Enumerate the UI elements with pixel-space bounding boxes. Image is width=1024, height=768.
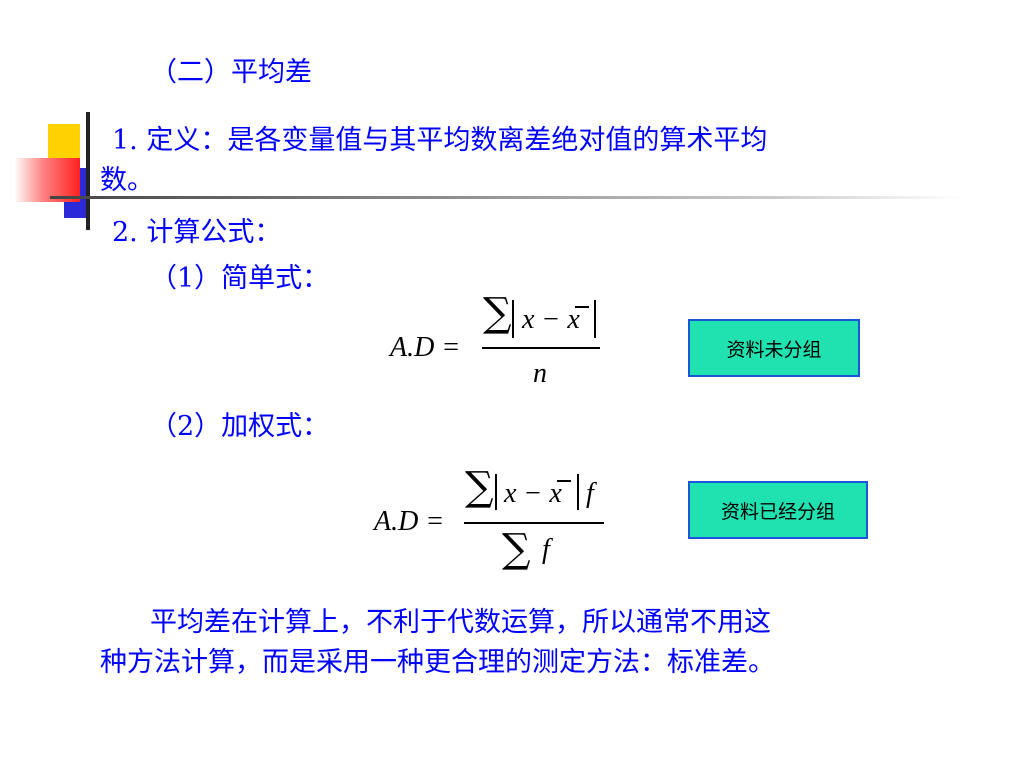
simple-abs-left (512, 300, 514, 338)
logo-vertical-line (86, 112, 90, 230)
simple-abs-right (594, 300, 596, 338)
weighted-numerator: x − x (504, 478, 562, 509)
title-underline (50, 196, 962, 199)
note-grouped: 资料已经分组 (688, 481, 868, 539)
weighted-abs-right (577, 474, 579, 510)
formula-heading: 2. 计算公式： (112, 217, 282, 248)
weighted-sigma-bottom: ∑ (502, 526, 531, 572)
simple-denominator: n (533, 358, 547, 389)
weighted-formula: A.D = ∑ x − x f ∑ f (370, 462, 630, 587)
weighted-fraction-line (464, 522, 604, 524)
note-ungrouped: 资料未分组 (688, 319, 860, 377)
definition-line-2: 数。 (100, 165, 154, 196)
simple-sigma: ∑ (483, 290, 512, 336)
weighted-sigma-top: ∑ (465, 464, 494, 510)
simple-formula: A.D = ∑ x − x n (380, 290, 620, 400)
simple-numerator: x − x (522, 304, 580, 335)
weighted-abs-left (495, 474, 497, 510)
definition-line-1: 1. 定义：是各变量值与其平均数离差绝对值的算术平均 (112, 125, 768, 156)
conclusion-line-1: 平均差在计算上，不利于代数运算，所以通常不用这 (150, 607, 771, 638)
weighted-formula-label: （2）加权式： (150, 411, 330, 442)
simple-formula-label: （1）简单式： (150, 263, 330, 294)
simple-mean-bar (575, 306, 589, 308)
weighted-mean-bar (557, 480, 571, 482)
conclusion-line-2: 种方法计算，而是采用一种更合理的测定方法：标准差。 (100, 647, 775, 678)
simple-fraction-line (482, 347, 600, 349)
weighted-num-factor: f (586, 478, 594, 509)
logo-yellow-square (48, 124, 80, 160)
simple-lhs: A.D = (390, 332, 461, 363)
weighted-denominator: f (542, 534, 550, 565)
weighted-lhs: A.D = (374, 506, 445, 537)
logo-red-gradient (14, 158, 80, 202)
section-heading: （二）平均差 (150, 57, 312, 88)
